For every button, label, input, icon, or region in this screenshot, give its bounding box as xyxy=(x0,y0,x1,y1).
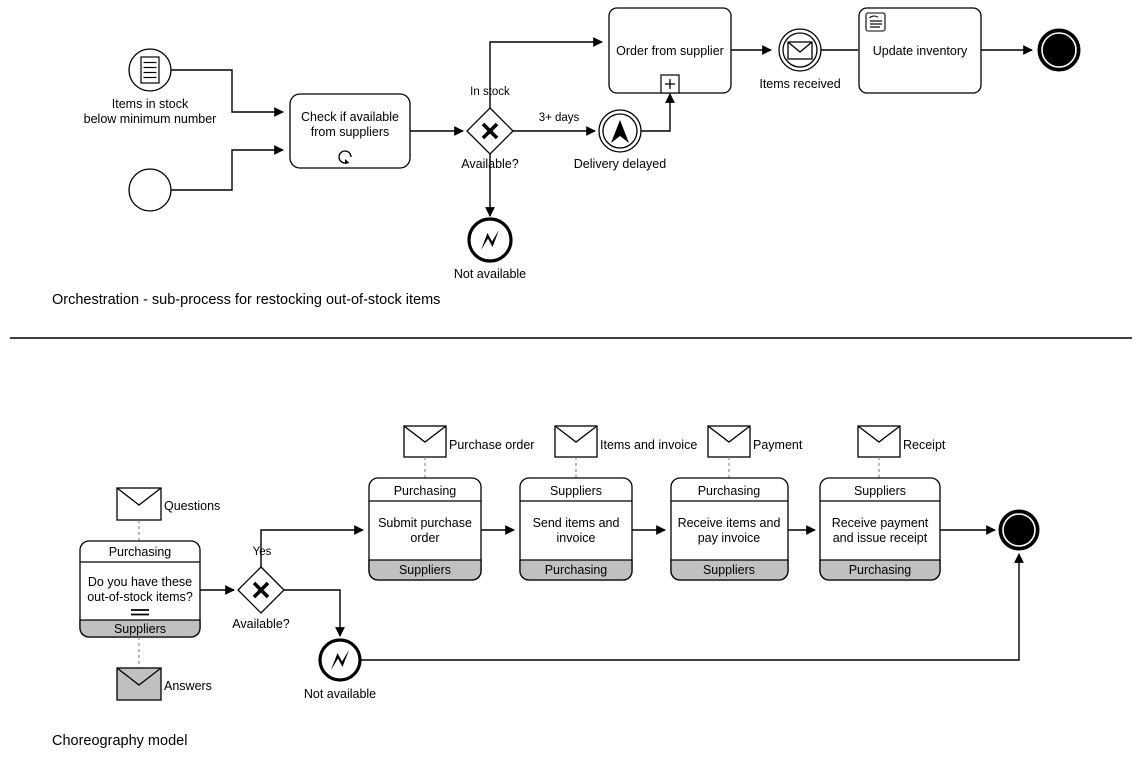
flow-label-3-days: 3+ days xyxy=(539,112,580,124)
error-end-event-label: Not available xyxy=(454,267,526,281)
conditional-start-event-label-line2: below minimum number xyxy=(84,112,217,126)
message-items-and-invoice-label: Items and invoice xyxy=(600,438,697,452)
exclusive-gateway-available-2[interactable] xyxy=(237,566,285,614)
choreography-task-1-body-line2: out-of-stock items? xyxy=(87,590,193,604)
flow-delayed-to-order xyxy=(641,93,675,132)
flow-yes xyxy=(260,525,364,567)
flow-label-in-stock: In stock xyxy=(470,86,510,98)
error-end-event-not-available-2[interactable] xyxy=(318,638,362,682)
envelope-icon xyxy=(554,425,598,443)
task-update-inventory-label: Update inventory xyxy=(873,44,968,58)
message-items-and-invoice[interactable] xyxy=(554,425,598,458)
choreography-task-receive-payment-issue-receipt[interactable] xyxy=(819,477,941,581)
envelope-icon xyxy=(116,667,162,686)
flow-not-available-to-end2 xyxy=(360,553,1024,661)
exclusive-x-icon xyxy=(252,581,270,599)
error-end-event-2-label: Not available xyxy=(304,687,376,701)
loop-marker-icon xyxy=(338,150,352,164)
choreography-task-4-top-participant: Purchasing xyxy=(698,484,761,498)
error-bolt-icon xyxy=(331,650,349,670)
gateway-available-2-label: Available? xyxy=(232,617,290,631)
message-payment[interactable] xyxy=(707,425,751,458)
terminate-end-event-2[interactable] xyxy=(998,509,1040,551)
choreography-task-5-top-participant: Suppliers xyxy=(854,484,906,498)
error-bolt-icon xyxy=(481,230,499,250)
message-purchase-order-label: Purchase order xyxy=(449,438,534,452)
message-receipt[interactable] xyxy=(857,425,901,458)
choreography-task-ask-availability[interactable] xyxy=(79,540,201,638)
choreography-task-3-body-line2: invoice xyxy=(557,531,596,545)
escalation-intermediate-event-delivery-delayed[interactable] xyxy=(598,109,642,153)
message-purchase-order[interactable] xyxy=(403,425,447,458)
envelope-icon xyxy=(403,425,447,443)
choreography-task-submit-purchase-order[interactable] xyxy=(368,477,482,581)
choreography-task-3-top-participant: Suppliers xyxy=(550,484,602,498)
task-check-label-line2: from suppliers xyxy=(311,125,390,139)
message-intermediate-event-items-received[interactable] xyxy=(778,28,822,72)
orchestration-caption: Orchestration - sub-process for restocki… xyxy=(52,292,440,308)
choreography-task-4-bottom-participant: Suppliers xyxy=(703,563,755,577)
flow-start1-to-check xyxy=(171,69,284,117)
escalation-event-label: Delivery delayed xyxy=(574,157,666,171)
message-payment-label: Payment xyxy=(753,438,803,452)
choreography-task-3-bottom-participant: Purchasing xyxy=(545,563,608,577)
terminate-end-event[interactable] xyxy=(1037,28,1081,72)
message-receipt-label: Receipt xyxy=(903,438,946,452)
choreography-task-4-body-line2: pay invoice xyxy=(698,531,761,545)
message-questions[interactable] xyxy=(116,487,162,521)
plain-start-event[interactable] xyxy=(128,168,172,212)
task-update-inventory[interactable] xyxy=(858,7,982,94)
choreography-task-send-items-and-invoice[interactable] xyxy=(519,477,633,581)
choreography-task-receive-items-pay-invoice[interactable] xyxy=(670,477,789,581)
choreography-task-2-body-line1: Submit purchase xyxy=(378,516,472,530)
choreography-task-5-bottom-participant: Purchasing xyxy=(849,563,912,577)
error-end-event-not-available[interactable] xyxy=(467,217,513,263)
subprocess-order-from-supplier[interactable] xyxy=(608,7,732,94)
subprocess-order-label: Order from supplier xyxy=(616,44,724,58)
escalation-arrow-icon xyxy=(611,120,629,143)
message-questions-label: Questions xyxy=(164,499,220,513)
envelope-icon xyxy=(787,41,813,60)
choreography-task-1-body-line1: Do you have these xyxy=(88,575,192,589)
task-check-label-line1: Check if available xyxy=(301,110,399,124)
flow-gateway2-to-not-available xyxy=(284,589,345,637)
message-answers[interactable] xyxy=(116,667,162,701)
exclusive-x-icon xyxy=(481,122,499,140)
flow-label-yes: Yes xyxy=(253,546,272,558)
envelope-icon xyxy=(707,425,751,443)
choreography-task-2-bottom-participant: Suppliers xyxy=(399,563,451,577)
flow-start2-to-check xyxy=(171,145,284,191)
envelope-icon xyxy=(116,487,162,506)
message-answers-label: Answers xyxy=(164,679,212,693)
choreography-task-2-top-participant: Purchasing xyxy=(394,484,457,498)
conditional-start-event[interactable] xyxy=(128,48,172,92)
plus-icon xyxy=(665,79,675,89)
message-intermediate-event-label: Items received xyxy=(759,77,840,91)
parallel-multi-instance-marker-icon xyxy=(131,609,149,616)
choreography-task-1-top-participant: Purchasing xyxy=(109,545,172,559)
flow-in-stock xyxy=(489,37,603,108)
choreography-task-5-body-line2: and issue receipt xyxy=(833,531,928,545)
choreography-task-4-body-line1: Receive items and xyxy=(678,516,781,530)
choreography-task-5-body-line1: Receive payment xyxy=(832,516,929,530)
choreography-task-2-body-line2: order xyxy=(410,531,439,545)
choreography-caption: Choreography model xyxy=(52,733,187,749)
choreography-task-1-bottom-participant: Suppliers xyxy=(114,622,166,636)
envelope-icon xyxy=(857,425,901,443)
conditional-start-event-label-line1: Items in stock xyxy=(112,97,189,111)
choreography-task-3-body-line1: Send items and xyxy=(533,516,620,530)
manual-task-hand-icon xyxy=(865,12,886,32)
exclusive-gateway-available[interactable] xyxy=(466,107,514,155)
